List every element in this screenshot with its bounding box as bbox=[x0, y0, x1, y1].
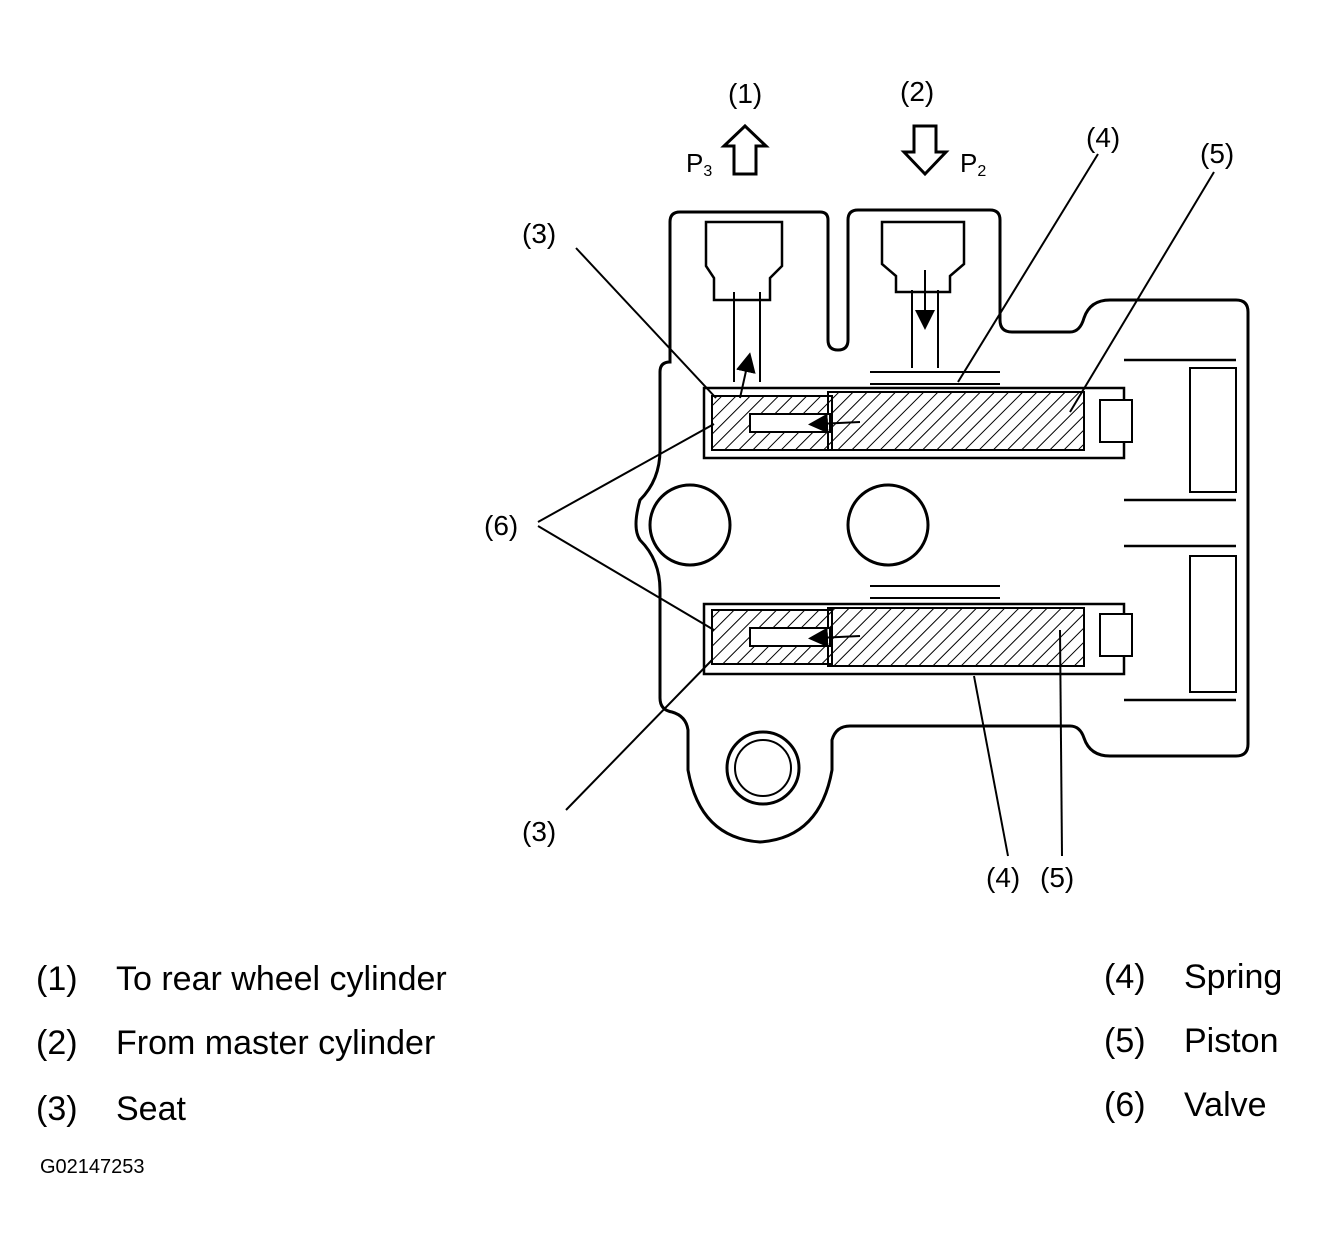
valve-body-outline bbox=[634, 208, 1250, 844]
callout-6-mid: (6) bbox=[484, 510, 519, 541]
callout-5-bottom: (5) bbox=[1040, 862, 1075, 893]
legend-item-1: (1)To rear wheel cylinder bbox=[36, 960, 447, 998]
callout-1-top: (1) bbox=[728, 78, 763, 109]
top-piston bbox=[827, 391, 1085, 451]
callout-3-bottom: (3) bbox=[522, 816, 557, 847]
outlet-port bbox=[704, 220, 784, 302]
callout-4-bottom: (4) bbox=[986, 862, 1021, 893]
leader-4-top bbox=[957, 153, 1099, 383]
pressure-p2-label: P2 bbox=[960, 148, 987, 180]
bottom-return-arrow bbox=[808, 627, 861, 648]
mounting-hole-right bbox=[846, 483, 930, 567]
legend-item-5: (5)Piston bbox=[1104, 1022, 1279, 1060]
callout-5-top: (5) bbox=[1200, 138, 1235, 169]
callout-4-top: (4) bbox=[1086, 122, 1121, 153]
legend-item-2: (2)From master cylinder bbox=[36, 1024, 436, 1062]
top-spring bbox=[870, 371, 1000, 385]
legend-item-3: (3)Seat bbox=[36, 1090, 186, 1128]
leader-5-top bbox=[1069, 171, 1215, 413]
legend-item-4: (4)Spring bbox=[1104, 958, 1283, 996]
bottom-spring bbox=[870, 585, 1000, 599]
callout-2-top: (2) bbox=[900, 76, 935, 107]
leader-6-lower bbox=[537, 525, 715, 631]
outlet-arrow-icon bbox=[720, 123, 770, 176]
bracket-hole-inner bbox=[734, 739, 792, 797]
top-return-arrow bbox=[808, 413, 861, 434]
proportioning-valve-diagram bbox=[537, 123, 1250, 857]
bottom-piston bbox=[827, 607, 1085, 667]
inlet-arrow-icon bbox=[900, 124, 950, 177]
leader-6-upper bbox=[537, 423, 715, 523]
bracket-hole-outer bbox=[725, 730, 801, 806]
leader-3-top bbox=[575, 247, 717, 399]
leader-4-bottom bbox=[973, 675, 1009, 857]
leader-3-bottom bbox=[565, 659, 713, 811]
figure-code: G02147253 bbox=[40, 1156, 145, 1178]
top-outlet-arrow bbox=[736, 352, 756, 399]
pressure-p3-label: P3 bbox=[686, 148, 713, 180]
leader-5-bottom bbox=[1059, 629, 1063, 857]
legend-item-6: (6)Valve bbox=[1104, 1086, 1267, 1124]
inlet-port bbox=[880, 220, 966, 294]
callout-3-top: (3) bbox=[522, 218, 557, 249]
mounting-hole-left bbox=[648, 483, 732, 567]
